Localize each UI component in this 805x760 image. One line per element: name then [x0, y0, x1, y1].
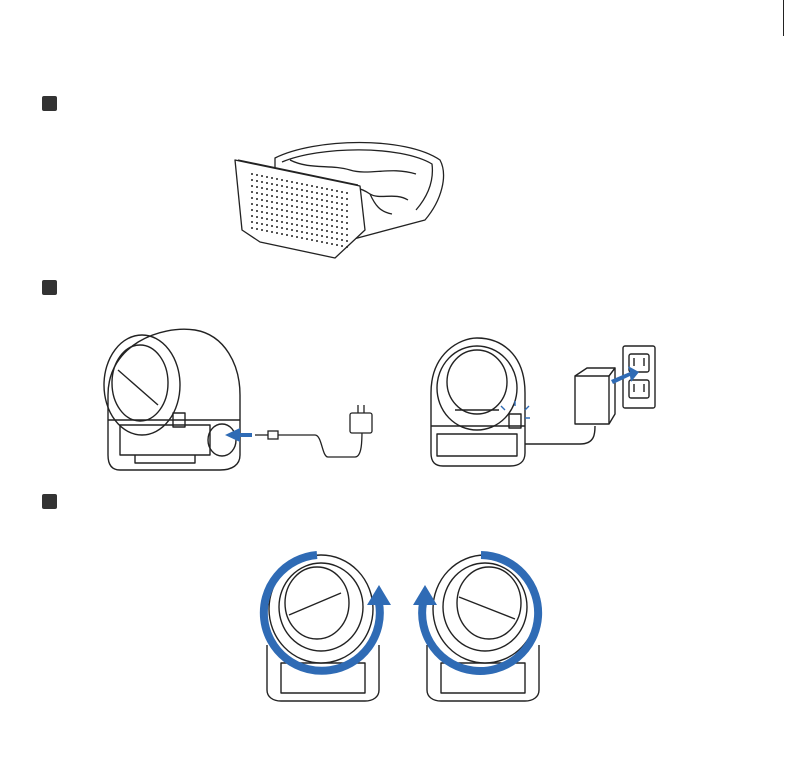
unit-side-view-with-adapter: [100, 325, 400, 475]
rotate-drum-clockwise-illustration: [255, 545, 395, 705]
step-1-marker: [42, 96, 57, 111]
unit-front-view-plugged-in: [425, 338, 665, 468]
waste-drawer-illustration: [220, 130, 460, 270]
step-2-marker: [42, 280, 57, 295]
page-edge-rule: [783, 0, 784, 36]
rotate-drum-counterclockwise-illustration: [415, 545, 555, 705]
step-3-marker: [42, 494, 57, 509]
